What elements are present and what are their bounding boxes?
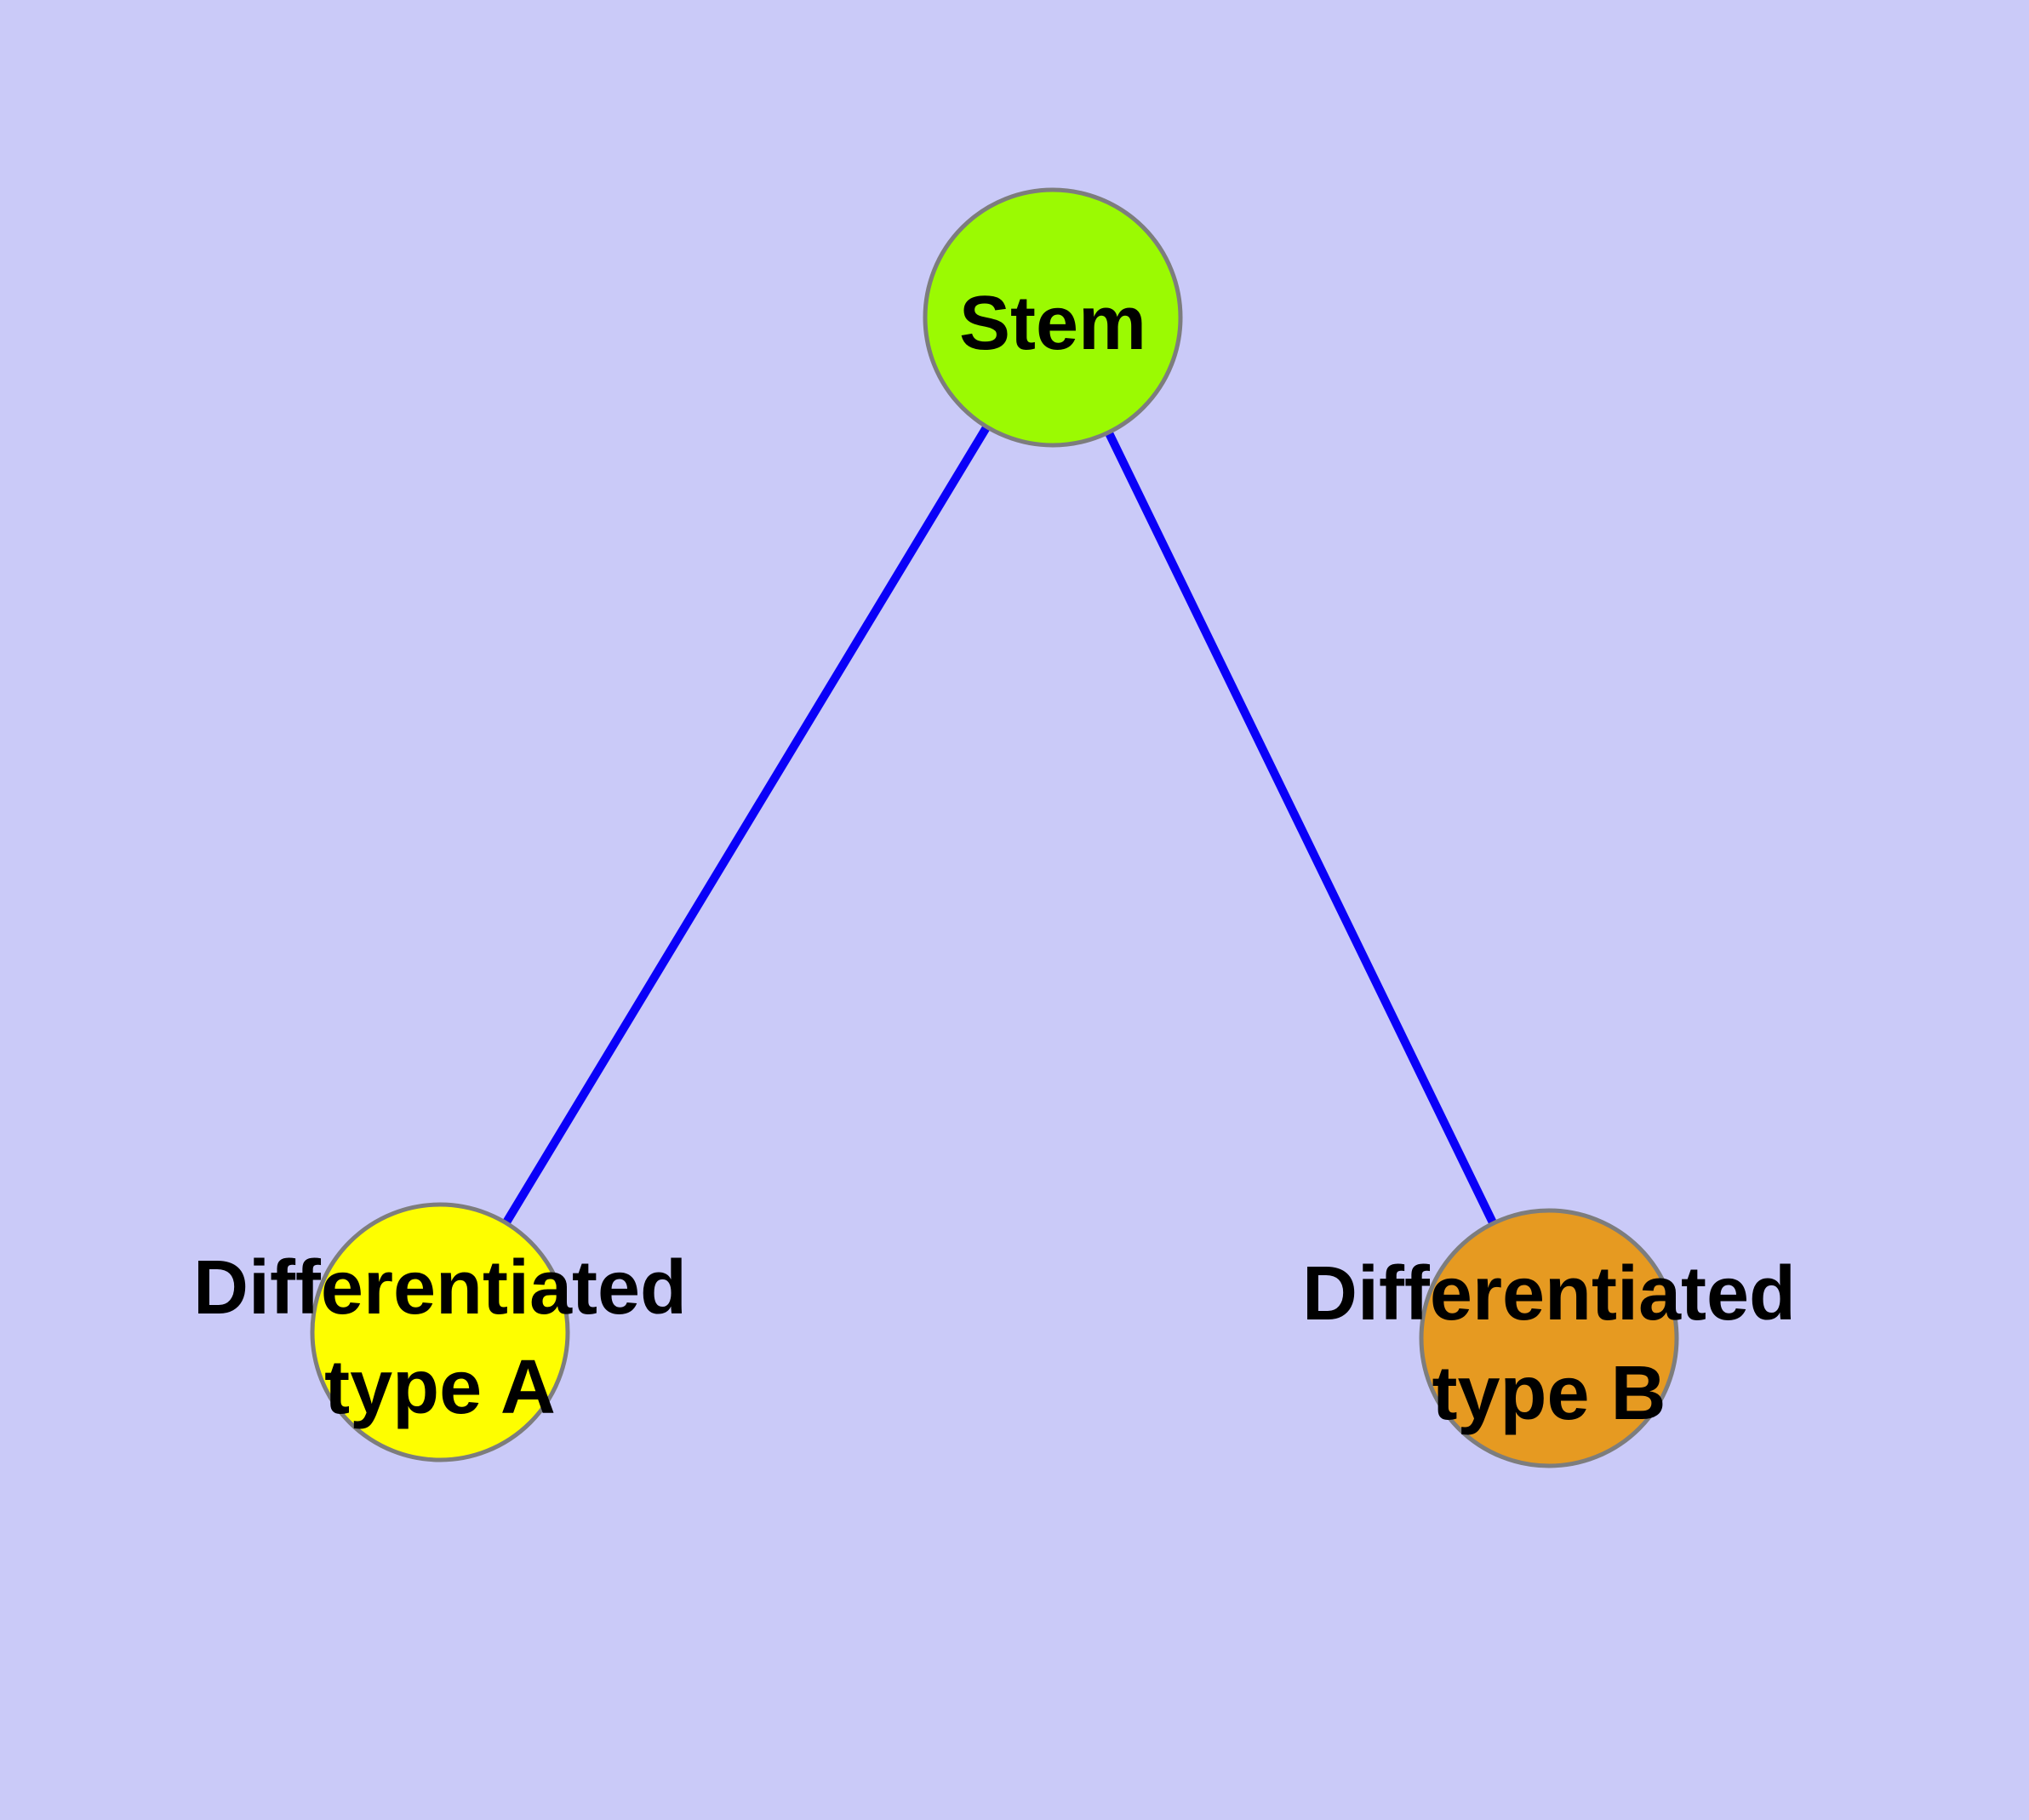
stem-node	[923, 187, 1183, 448]
type-a-node-label-line1: Differentiated	[193, 1245, 687, 1331]
differentiated-type-a-node	[310, 1202, 570, 1462]
differentiated-type-b-node	[1419, 1208, 1679, 1468]
edge-stem-to-type-b	[1049, 315, 1553, 1341]
type-b-node-label-line2: type B	[1432, 1351, 1666, 1436]
stem-node-label: Stem	[959, 281, 1146, 366]
edge-stem-to-type-a	[436, 315, 1057, 1335]
type-a-node-label-line2: type A	[324, 1345, 556, 1430]
type-b-node-label-line1: Differentiated	[1302, 1251, 1796, 1336]
